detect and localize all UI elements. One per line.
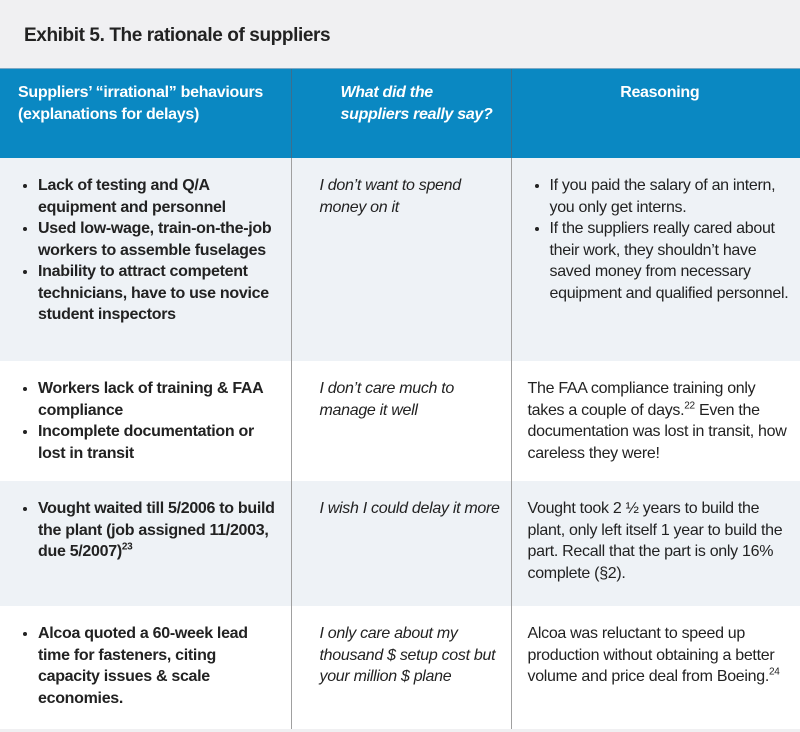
reasoning-cell: Vought took 2 ½ years to build the plant… xyxy=(510,481,800,606)
reasoning-cell: Alcoa was reluctant to speed up producti… xyxy=(510,606,800,729)
behaviour-item: Incomplete documentation or lost in tran… xyxy=(38,421,281,464)
reasoning-text: Even the documentation was lost in trans… xyxy=(527,401,787,462)
table-row: Workers lack of training & FAA complianc… xyxy=(0,361,800,481)
exhibit-title: Exhibit 5. The rationale of suppliers xyxy=(24,25,331,46)
said-cell: I wish I could delay it more xyxy=(290,481,511,606)
behaviour-item: Lack of testing and Q/A equipment and pe… xyxy=(38,175,281,218)
reasoning-cell: If you paid the salary of an intern, you… xyxy=(510,158,800,361)
header-behaviours: Suppliers’ “irrational” behaviours (expl… xyxy=(0,68,291,158)
behaviours-cell: Vought waited till 5/2006 to build the p… xyxy=(0,481,291,606)
table-row: Vought waited till 5/2006 to build the p… xyxy=(0,481,800,606)
behaviour-item: Alcoa quoted a 60-week lead time for fas… xyxy=(38,623,281,709)
table-row: Alcoa quoted a 60-week lead time for fas… xyxy=(0,606,800,729)
header-what-said: What did the suppliers really say? xyxy=(290,68,511,158)
said-cell: I only care about my thousand $ setup co… xyxy=(290,606,511,729)
reasoning-text: Alcoa was reluctant to speed up producti… xyxy=(527,625,775,685)
behaviours-cell: Lack of testing and Q/A equipment and pe… xyxy=(0,158,291,361)
behaviour-item: Vought waited till 5/2006 to build the p… xyxy=(38,498,281,563)
rationale-table: Suppliers’ “irrational” behaviours (expl… xyxy=(0,68,800,729)
behaviour-item: Workers lack of training & FAA complianc… xyxy=(38,378,281,421)
behaviour-text: Vought waited till 5/2006 to build the p… xyxy=(38,500,275,560)
footnote-ref: 22 xyxy=(684,400,695,412)
reasoning-cell: The FAA compliance training only takes a… xyxy=(510,361,800,481)
said-cell: I don’t want to spend money on it xyxy=(290,158,511,361)
said-cell: I don’t care much to manage it well xyxy=(290,361,511,481)
reasoning-text: The FAA compliance training only takes a… xyxy=(527,380,756,419)
behaviours-cell: Workers lack of training & FAA complianc… xyxy=(0,361,291,481)
behaviours-cell: Alcoa quoted a 60-week lead time for fas… xyxy=(0,606,291,729)
header-reasoning: Reasoning xyxy=(510,68,800,158)
behaviour-item: Inability to attract competent technicia… xyxy=(38,261,281,326)
behaviour-item: Used low-wage, train-on-the-job workers … xyxy=(38,218,281,261)
reasoning-item: If the suppliers really cared about thei… xyxy=(550,218,791,304)
footnote-ref: 24 xyxy=(769,666,780,678)
table-header-row: Suppliers’ “irrational” behaviours (expl… xyxy=(0,68,800,158)
footnote-ref: 23 xyxy=(121,541,133,553)
reasoning-item: If you paid the salary of an intern, you… xyxy=(550,175,791,218)
table-row: Lack of testing and Q/A equipment and pe… xyxy=(0,158,800,361)
